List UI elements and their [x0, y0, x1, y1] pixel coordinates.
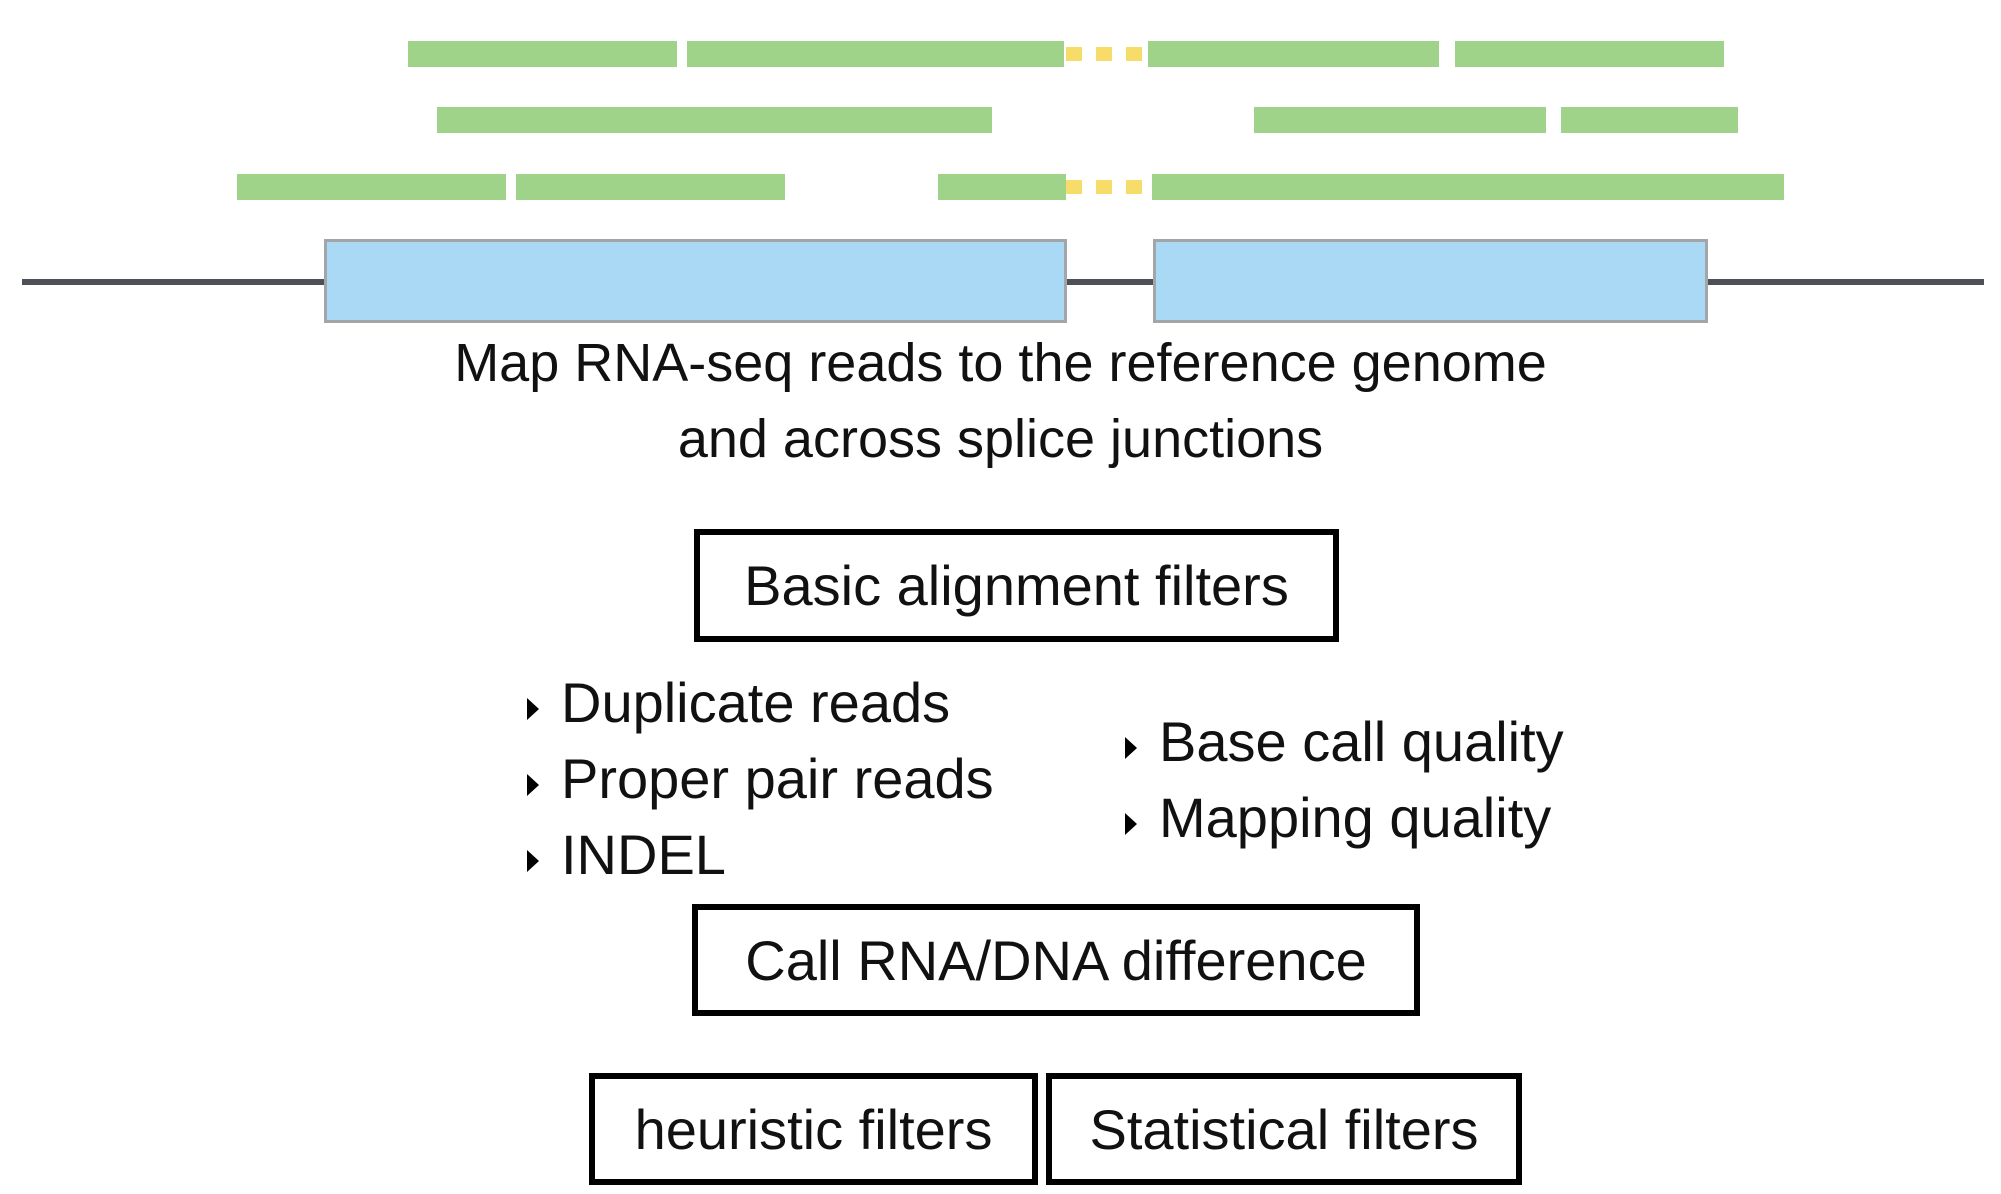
- heuristic-filters-label: heuristic filters: [634, 1097, 993, 1161]
- filter-criterion-item: Mapping quality: [1119, 780, 1564, 856]
- bullet-triangle-icon: [527, 698, 539, 720]
- filter-criterion-item: INDEL: [521, 817, 994, 893]
- exon-2: [1153, 239, 1708, 323]
- filter-criterion-item: Duplicate reads: [521, 665, 994, 741]
- call-difference-box: Call RNA/DNA difference: [692, 904, 1420, 1016]
- heuristic-filters-box: heuristic filters: [589, 1073, 1038, 1185]
- splice-junction-dots-row1: [1066, 47, 1142, 61]
- read-row1-segment2: [687, 41, 1064, 67]
- read-row1-segment3: [1148, 41, 1439, 67]
- filter-criteria-left-list: Duplicate reads Proper pair reads INDEL: [521, 665, 994, 893]
- basic-alignment-filters-label: Basic alignment filters: [744, 554, 1289, 617]
- bullet-triangle-icon: [1125, 813, 1137, 835]
- filter-criterion-item: Proper pair reads: [521, 741, 994, 817]
- splice-junction-dots-row3: [1066, 180, 1142, 194]
- statistical-filters-label: Statistical filters: [1089, 1097, 1479, 1161]
- read-row2-segment1: [437, 107, 992, 133]
- bullet-triangle-icon: [1125, 737, 1137, 759]
- read-row3-segment3: [938, 174, 1066, 200]
- bullet-triangle-icon: [527, 850, 539, 872]
- read-row2-segment3: [1561, 107, 1738, 133]
- read-row3-segment2: [516, 174, 785, 200]
- exon-1: [324, 239, 1067, 323]
- read-row1-segment1: [408, 41, 677, 67]
- mapping-caption-line-2: and across splice junctions: [677, 409, 1324, 469]
- basic-alignment-filters-box: Basic alignment filters: [694, 529, 1339, 642]
- filter-criteria-right-list: Base call quality Mapping quality: [1119, 704, 1564, 856]
- read-row3-segment4: [1152, 174, 1784, 200]
- call-difference-label: Call RNA/DNA difference: [745, 928, 1367, 992]
- statistical-filters-box: Statistical filters: [1046, 1073, 1522, 1185]
- bullet-triangle-icon: [527, 774, 539, 796]
- mapping-caption: Map RNA-seq reads to the reference genom…: [0, 325, 2001, 477]
- read-row3-segment1: [237, 174, 506, 200]
- filter-criterion-item: Base call quality: [1119, 704, 1564, 780]
- read-row2-segment2: [1254, 107, 1546, 133]
- read-row1-segment4: [1455, 41, 1724, 67]
- mapping-caption-line-1: Map RNA-seq reads to the reference genom…: [454, 333, 1547, 393]
